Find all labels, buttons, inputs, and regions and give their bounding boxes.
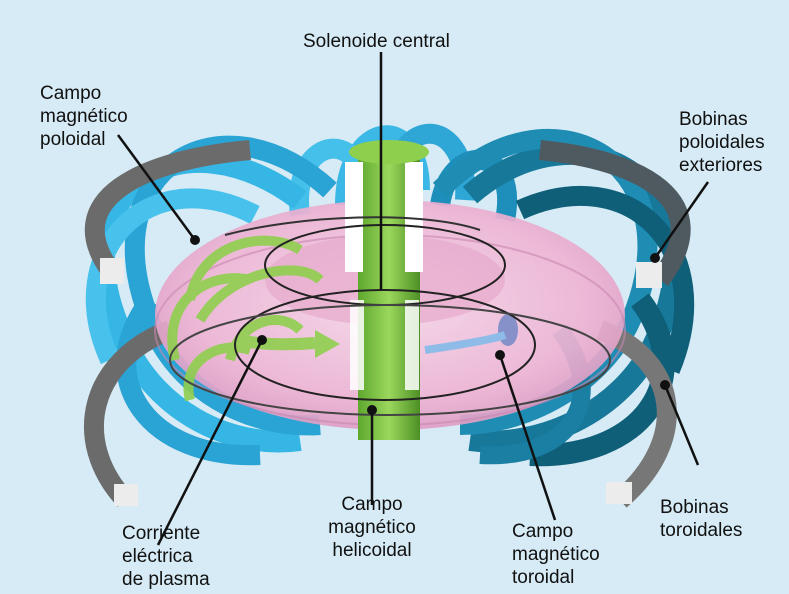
dot-bobinas-poloidales [650,253,660,263]
dot-campo-helicoidal [367,405,377,415]
poloidal-coil-end-ur [636,262,662,288]
dot-campo-poloidal [190,235,200,245]
label-line: Campo [40,82,128,105]
label-corriente-electrica-plasma: Corriente eléctrica de plasma [122,522,210,591]
label-solenoide-central: Solenoide central [303,30,450,53]
label-line: toroidal [512,566,600,589]
label-line: poloidal [40,128,128,151]
label-line: magnético [512,543,600,566]
solenoid-plate-right [405,162,423,272]
toroidal-disk [498,314,518,346]
label-line: exteriores [679,154,765,177]
label-line: Bobinas [660,496,742,519]
label-line: magnético [40,105,128,128]
label-line: eléctrica [122,545,210,568]
solenoid-plate-lower-right [405,300,419,390]
solenoid-top [349,140,429,164]
label-line: Campo [512,520,600,543]
label-line: helicoidal [316,539,428,562]
poloidal-coil-end-ll [114,484,138,506]
label-campo-magnetico-helicoidal: Campo magnético helicoidal [316,493,428,562]
label-bobinas-toroidales: Bobinas toroidales [660,496,742,542]
label-campo-magnetico-toroidal: Campo magnético toroidal [512,520,600,589]
label-bobinas-poloidales-exteriores: Bobinas poloidales exteriores [679,108,765,177]
label-line: Corriente [122,522,210,545]
dot-corriente-plasma [257,335,267,345]
label-line: Bobinas [679,108,765,131]
label-line: magnético [316,516,428,539]
label-text: Solenoide central [303,30,450,53]
label-campo-magnetico-poloidal: Campo magnético poloidal [40,82,128,151]
label-line: poloidales [679,131,765,154]
poloidal-coil-end-ul [100,258,124,284]
poloidal-coil-end-lr [606,482,632,504]
label-line: toroidales [660,519,742,542]
dot-bobinas-toroidales [660,380,670,390]
label-line: de plasma [122,568,210,591]
label-line: Campo [316,493,428,516]
solenoid-plate-lower-left [350,300,364,390]
dot-campo-toroidal [495,350,505,360]
green-arrow-main [240,340,315,344]
